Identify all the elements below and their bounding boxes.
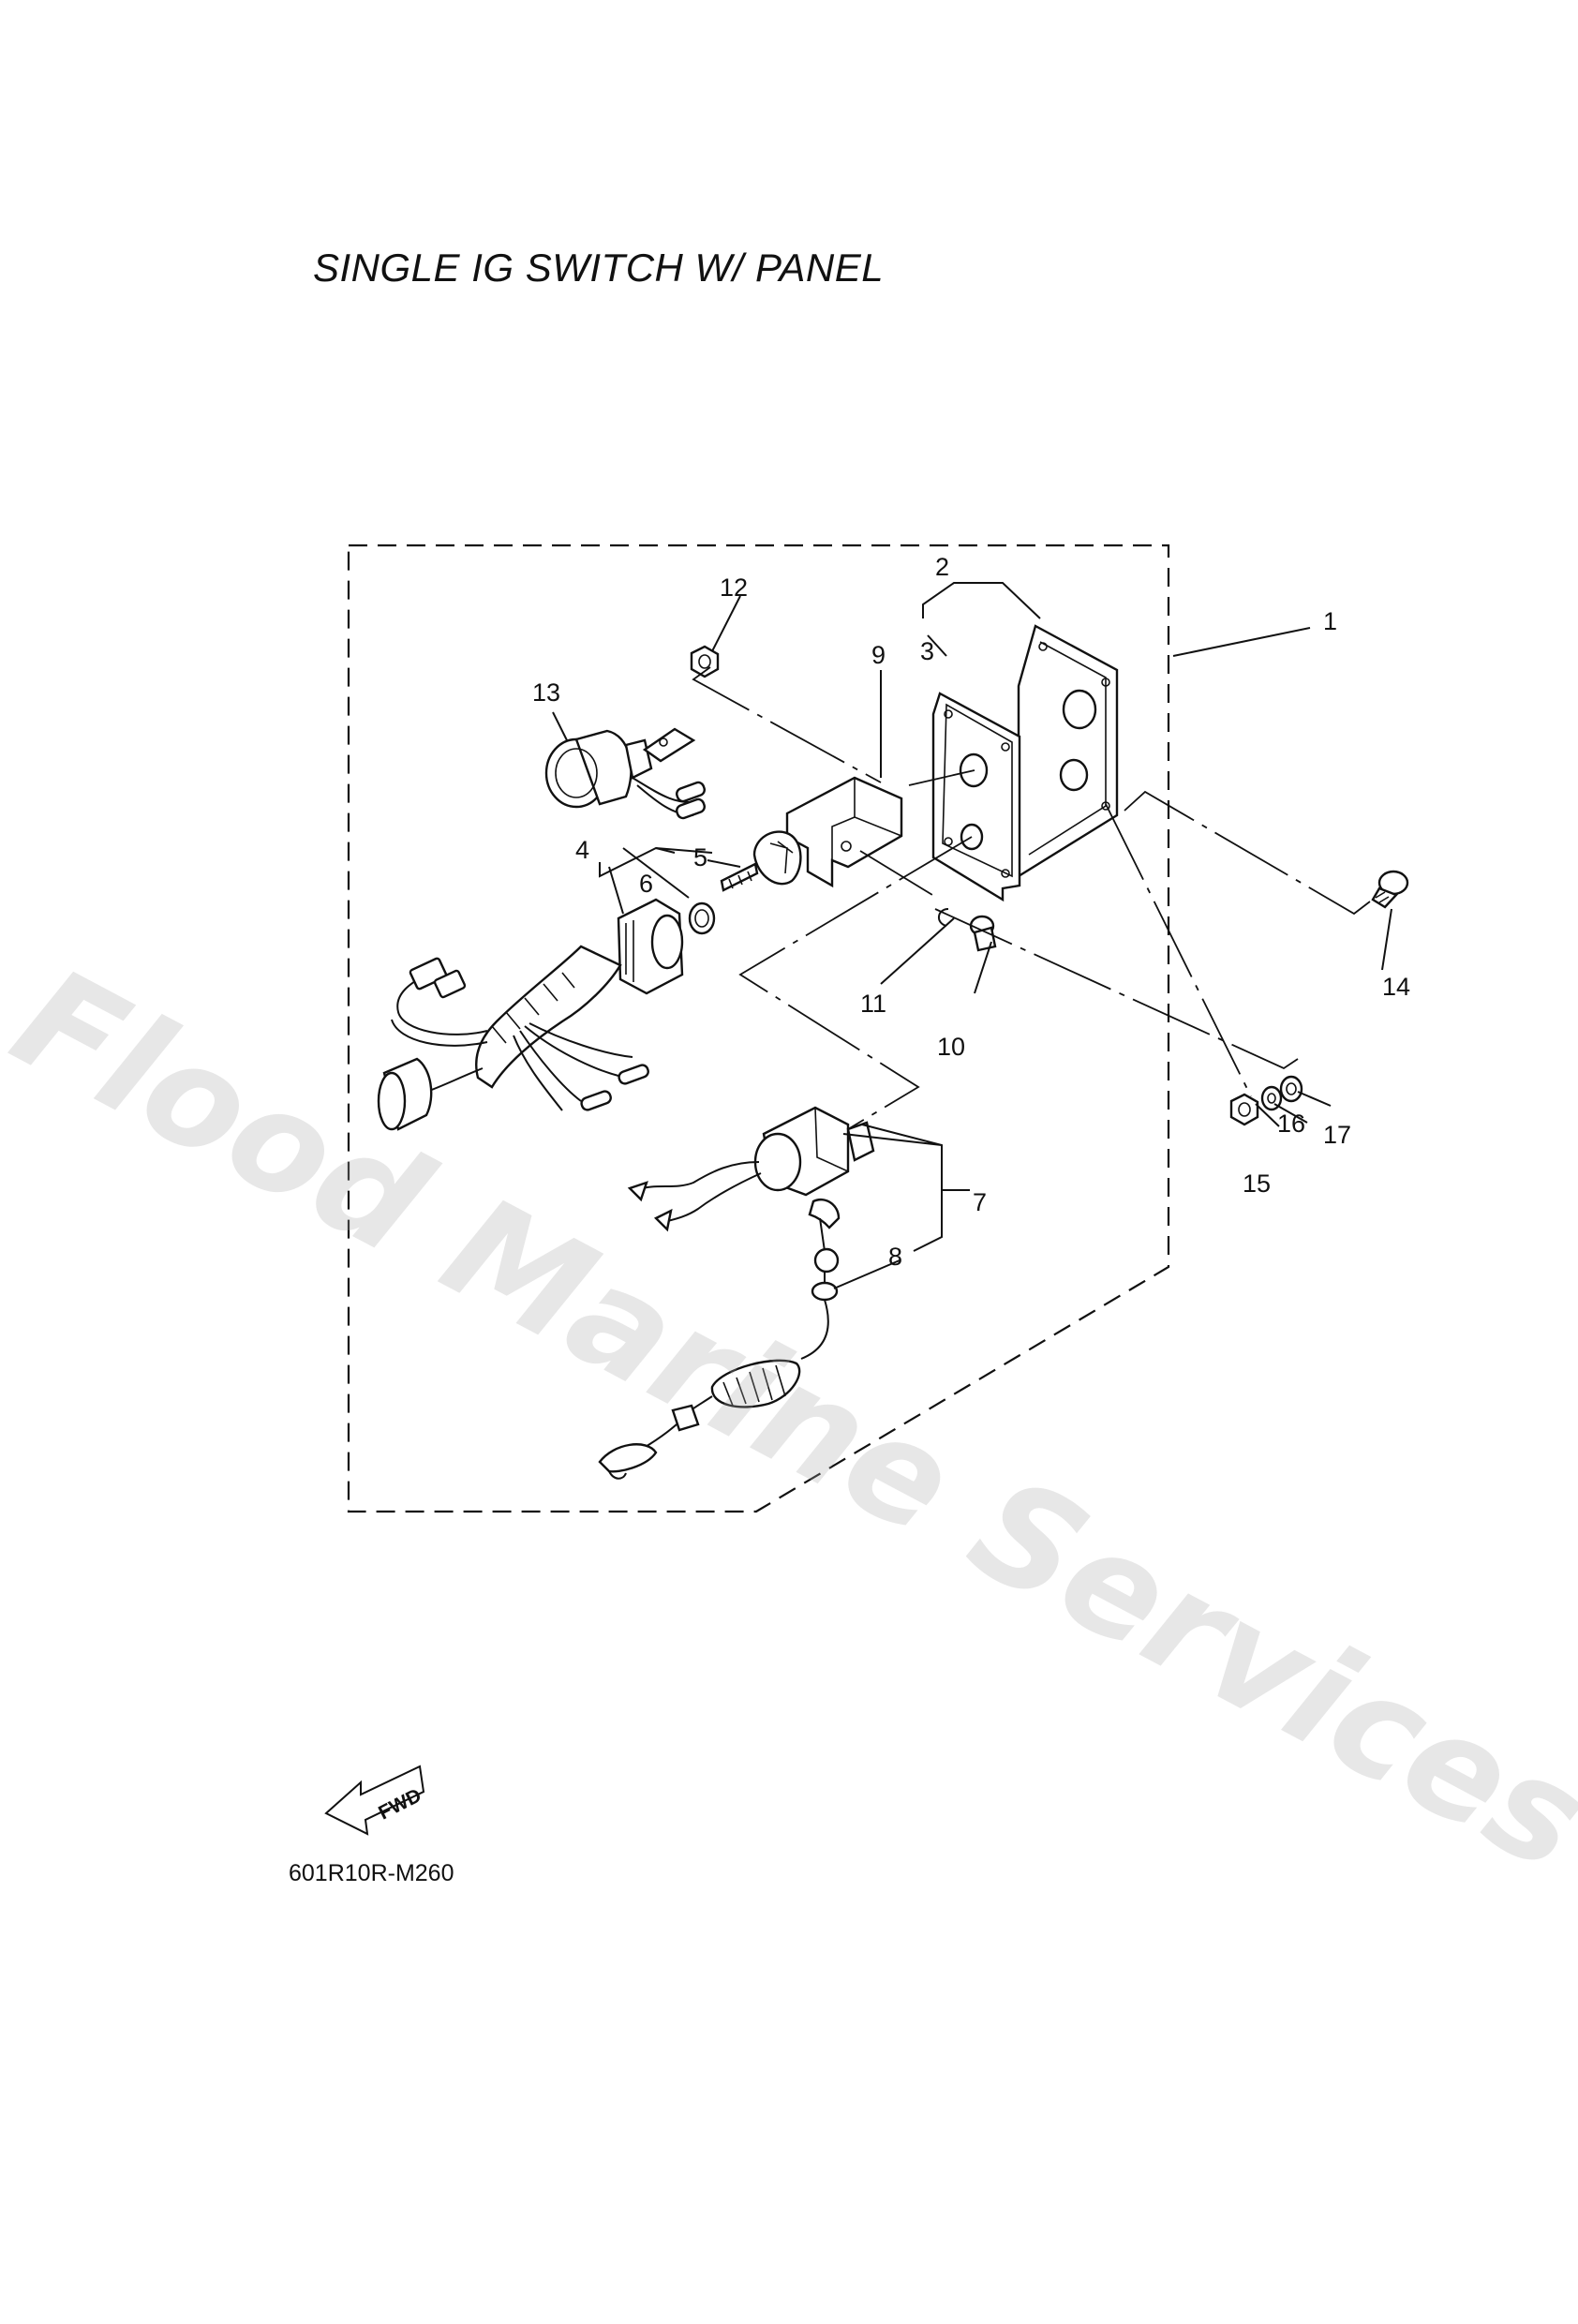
callout-11: 11 <box>860 990 886 1018</box>
washer-11 <box>938 908 949 927</box>
lanyard-clip <box>598 1198 841 1480</box>
callout-14: 14 <box>1382 973 1410 1001</box>
panel-plate <box>931 692 1021 902</box>
callout-15: 15 <box>1243 1169 1271 1198</box>
callouts: 1 2 3 4 5 6 7 8 9 10 11 12 13 14 15 16 1… <box>532 553 1410 1271</box>
fwd-label: FWD <box>375 1784 424 1824</box>
callout-12: 12 <box>720 574 748 602</box>
callout-10: 10 <box>937 1033 965 1061</box>
screw-10 <box>969 915 997 952</box>
page-title: SINGLE IG SWITCH W/ PANEL <box>313 246 885 290</box>
screw-14 <box>1371 870 1409 909</box>
callout-1: 1 <box>1323 607 1337 635</box>
callout-8: 8 <box>888 1243 902 1271</box>
leader-lines <box>552 582 1392 1289</box>
washer-17 <box>1279 1075 1303 1103</box>
nut-15 <box>1229 1093 1259 1126</box>
panel-gasket <box>1017 624 1119 879</box>
callout-17: 17 <box>1323 1121 1351 1149</box>
callout-16: 16 <box>1277 1110 1305 1138</box>
ignition-key <box>720 830 802 892</box>
fwd-arrow-icon: FWD <box>324 1765 424 1836</box>
callout-9: 9 <box>871 641 886 669</box>
main-switch-harness <box>377 898 684 1131</box>
callout-2: 2 <box>935 553 949 581</box>
bracket <box>785 776 903 888</box>
buzzer <box>544 727 706 820</box>
callout-6: 6 <box>639 870 653 898</box>
callout-3: 3 <box>920 637 934 665</box>
nut-12 <box>690 645 720 678</box>
callout-5: 5 <box>693 843 707 872</box>
figure-code: 601R10R-M260 <box>289 1860 454 1886</box>
callout-13: 13 <box>532 678 560 707</box>
stop-switch <box>627 1106 875 1232</box>
alignment-lines <box>692 666 1371 1130</box>
assembly-boundary <box>347 544 1170 1513</box>
ring <box>688 901 716 935</box>
callout-4: 4 <box>575 836 589 864</box>
callout-7: 7 <box>973 1188 987 1216</box>
